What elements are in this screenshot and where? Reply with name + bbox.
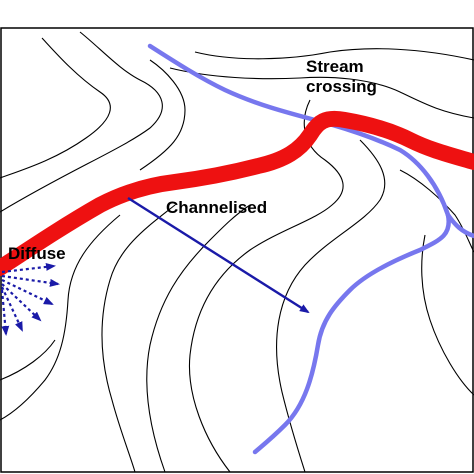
contour-lines (0, 31, 474, 473)
diffuse-arrow (1, 283, 42, 322)
diffuse-arrow (1, 262, 56, 274)
contour-line (0, 31, 163, 213)
stream-crossing-label-line1: Stream (306, 57, 364, 76)
stream-crossing-label: Stream crossing (306, 57, 377, 96)
contour-line (188, 99, 344, 473)
stream-crossing-label-line2: crossing (306, 76, 377, 96)
contour-line (421, 234, 474, 396)
contour-line (101, 204, 176, 473)
diffuse-arrow (0, 289, 10, 336)
contour-line (146, 204, 251, 473)
contour-line (0, 214, 121, 421)
channelised-label: Channelised (166, 198, 268, 217)
diffuse-label: Diffuse (8, 244, 66, 263)
main-stream (252, 212, 452, 455)
stream-network (147, 43, 474, 455)
contour-line (194, 48, 474, 61)
diffuse-spray-arrows (0, 262, 60, 336)
contour-line (139, 59, 186, 171)
contour-line (0, 339, 56, 381)
road-line (0, 110, 474, 276)
diffuse-arrow (1, 279, 54, 305)
tributary-stream (445, 212, 474, 239)
contour-line (276, 139, 386, 473)
contour-line (399, 169, 474, 253)
diffuse-arrow (1, 286, 23, 332)
diffuse-arrow (1, 274, 60, 287)
channelised-flow-arrow (127, 196, 310, 314)
contour-line (0, 37, 111, 179)
contour-line (169, 67, 474, 119)
